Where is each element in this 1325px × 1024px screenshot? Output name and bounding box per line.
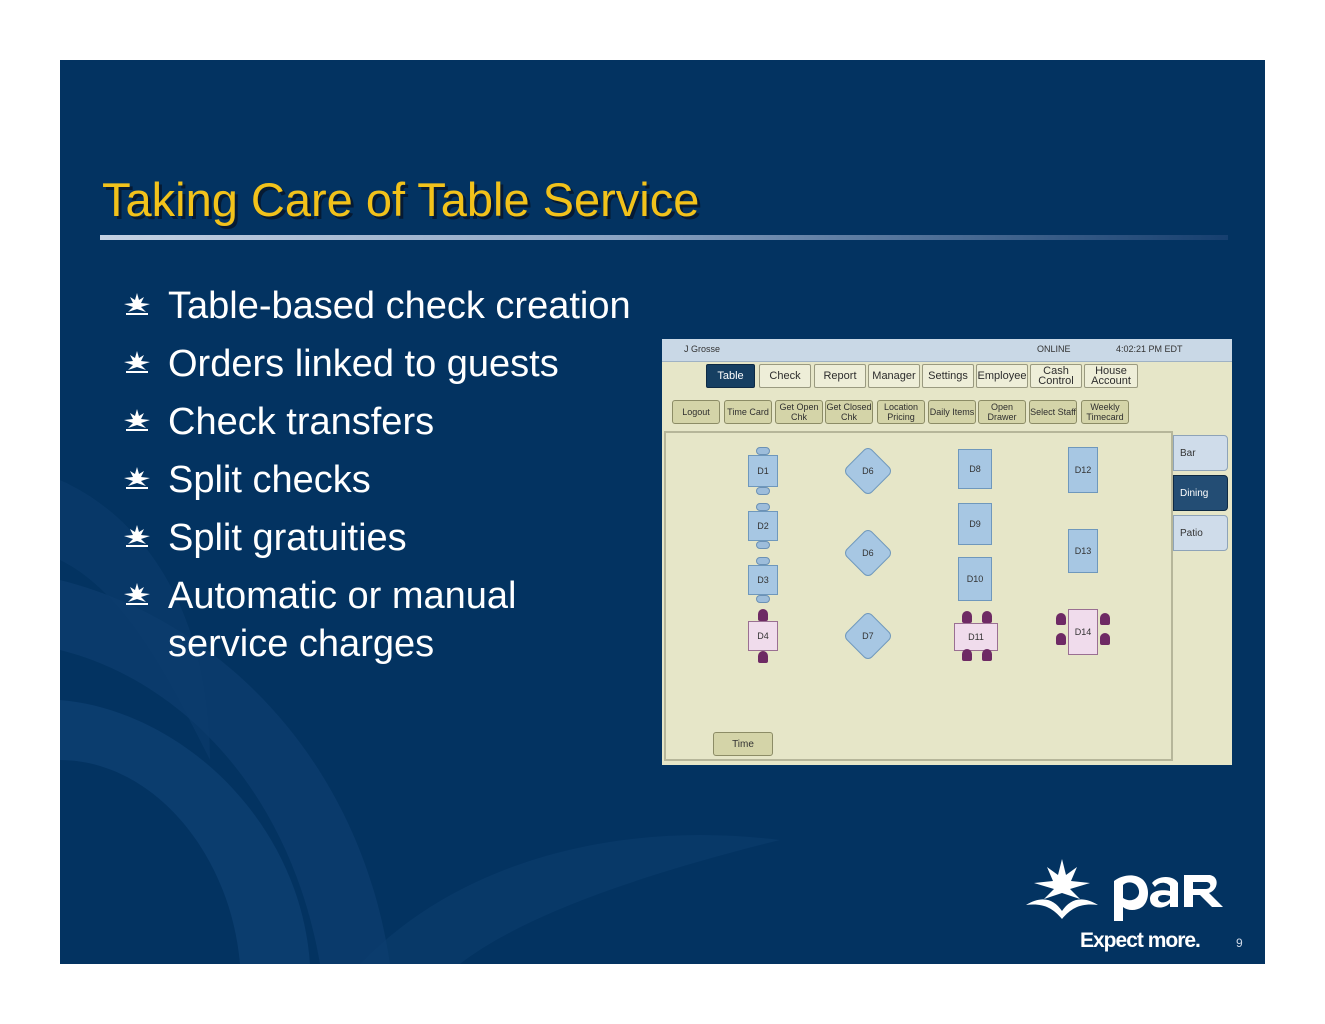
table-d4[interactable]: D4	[748, 621, 778, 651]
leaf-bullet-icon	[124, 525, 150, 547]
chair-icon	[756, 541, 770, 549]
table-label: D6	[862, 465, 874, 476]
status-time: 4:02:21 PM EDT	[1116, 344, 1183, 354]
table-d2[interactable]: D2	[748, 511, 778, 541]
chair-icon	[756, 447, 770, 455]
pos-screenshot: J Grosse ONLINE 4:02:21 PM EDT Table Che…	[662, 339, 1232, 765]
room-tab-dining[interactable]: Dining	[1173, 475, 1228, 511]
table-label: D2	[757, 521, 769, 531]
leaf-bullet-icon	[124, 583, 150, 605]
table-label: D7	[862, 630, 874, 641]
table-label: D4	[757, 631, 769, 641]
guest-icon	[982, 649, 992, 661]
bullet-item: Split gratuities	[122, 514, 642, 562]
guest-icon	[962, 649, 972, 661]
bullet-text: Table-based check creation	[168, 285, 631, 327]
room-tab-bar[interactable]: Bar	[1173, 435, 1228, 471]
table-label: D14	[1074, 627, 1092, 637]
guest-icon	[758, 651, 768, 663]
guest-icon	[1100, 613, 1110, 625]
tab-table[interactable]: Table	[706, 364, 755, 388]
bullet-list: Table-based check creation Orders linked…	[122, 282, 642, 678]
table-label: D10	[966, 574, 984, 584]
table-d14[interactable]: D14	[1068, 609, 1098, 655]
bullet-item: Orders linked to guests	[122, 340, 642, 388]
table-d7[interactable]: D7	[842, 610, 894, 662]
table-label: D12	[1074, 465, 1092, 475]
table-label: D11	[968, 632, 984, 642]
chair-icon	[756, 595, 770, 603]
bullet-item: Automatic or manual service charges	[122, 572, 642, 668]
table-label: D8	[969, 464, 981, 474]
status-mode: ONLINE	[1037, 344, 1071, 354]
background-leaf-decoration	[60, 480, 780, 964]
slide-number: 9	[1236, 936, 1243, 950]
tab-settings[interactable]: Settings	[922, 364, 974, 388]
bullet-text: Check transfers	[168, 401, 435, 443]
leaf-bullet-icon	[124, 409, 150, 431]
bullet-text: Orders linked to guests	[168, 343, 559, 385]
guest-icon	[982, 611, 992, 623]
bullet-text: Split gratuities	[168, 517, 407, 559]
weekly-timecard-button[interactable]: Weekly Timecard	[1081, 400, 1129, 424]
status-bar: J Grosse ONLINE 4:02:21 PM EDT	[662, 339, 1232, 362]
chair-icon	[756, 487, 770, 495]
table-d12[interactable]: D12	[1068, 447, 1098, 493]
leaf-bullet-icon	[124, 351, 150, 373]
guest-icon	[1056, 633, 1066, 645]
tab-manager[interactable]: Manager	[868, 364, 920, 388]
get-closed-check-button[interactable]: Get Closed Chk	[825, 400, 873, 424]
table-d10[interactable]: D10	[958, 557, 992, 601]
slide-title: Taking Care of Table Service	[102, 173, 700, 226]
time-card-button[interactable]: Time Card	[724, 400, 772, 424]
table-label: D3	[757, 575, 769, 585]
time-button[interactable]: Time	[713, 732, 773, 756]
table-label: D1	[757, 466, 769, 476]
table-d11[interactable]: D11	[954, 623, 998, 651]
table-d1[interactable]: D1	[748, 455, 778, 487]
table-d3[interactable]: D3	[748, 565, 778, 595]
guest-icon	[1056, 613, 1066, 625]
leaf-bullet-icon	[124, 293, 150, 315]
table-d5[interactable]: D6	[842, 445, 894, 497]
table-label: D13	[1074, 546, 1092, 556]
table-label: D6	[862, 547, 874, 558]
bullet-item: Check transfers	[122, 398, 642, 446]
leaf-bullet-icon	[124, 467, 150, 489]
title-underline	[100, 235, 1228, 240]
logout-button[interactable]: Logout	[672, 400, 720, 424]
open-drawer-button[interactable]: Open Drawer	[978, 400, 1026, 424]
daily-items-button[interactable]: Daily Items	[928, 400, 976, 424]
tab-report[interactable]: Report	[814, 364, 866, 388]
guest-icon	[962, 611, 972, 623]
get-open-check-button[interactable]: Get Open Chk	[775, 400, 823, 424]
par-leaf-logo	[1026, 859, 1223, 921]
tab-cash-control[interactable]: Cash Control	[1030, 364, 1082, 388]
table-d6[interactable]: D6	[842, 527, 894, 579]
tagline: Expect more.	[1080, 929, 1201, 952]
table-label: D9	[969, 519, 981, 529]
bullet-item: Table-based check creation	[122, 282, 642, 330]
chair-icon	[756, 557, 770, 565]
table-d8[interactable]: D8	[958, 449, 992, 489]
room-tab-patio[interactable]: Patio	[1173, 515, 1228, 551]
tab-employee[interactable]: Employee	[976, 364, 1028, 388]
location-pricing-button[interactable]: Location Pricing	[877, 400, 925, 424]
bullet-text: Automatic or manual service charges	[168, 575, 517, 665]
guest-icon	[758, 609, 768, 621]
select-staff-button[interactable]: Select Staff	[1029, 400, 1077, 424]
guest-icon	[1100, 633, 1110, 645]
bullet-text: Split checks	[168, 459, 371, 501]
bullet-item: Split checks	[122, 456, 642, 504]
tab-house-account[interactable]: House Account	[1084, 364, 1138, 388]
table-d9[interactable]: D9	[958, 503, 992, 545]
floor-plan: D1 D2 D3 D4 D6 D6 D7 D8 D9 D10 D11 D12 D…	[664, 431, 1173, 761]
table-d13[interactable]: D13	[1068, 529, 1098, 573]
chair-icon	[756, 503, 770, 511]
status-user: J Grosse	[684, 344, 721, 354]
tab-check[interactable]: Check	[759, 364, 811, 388]
